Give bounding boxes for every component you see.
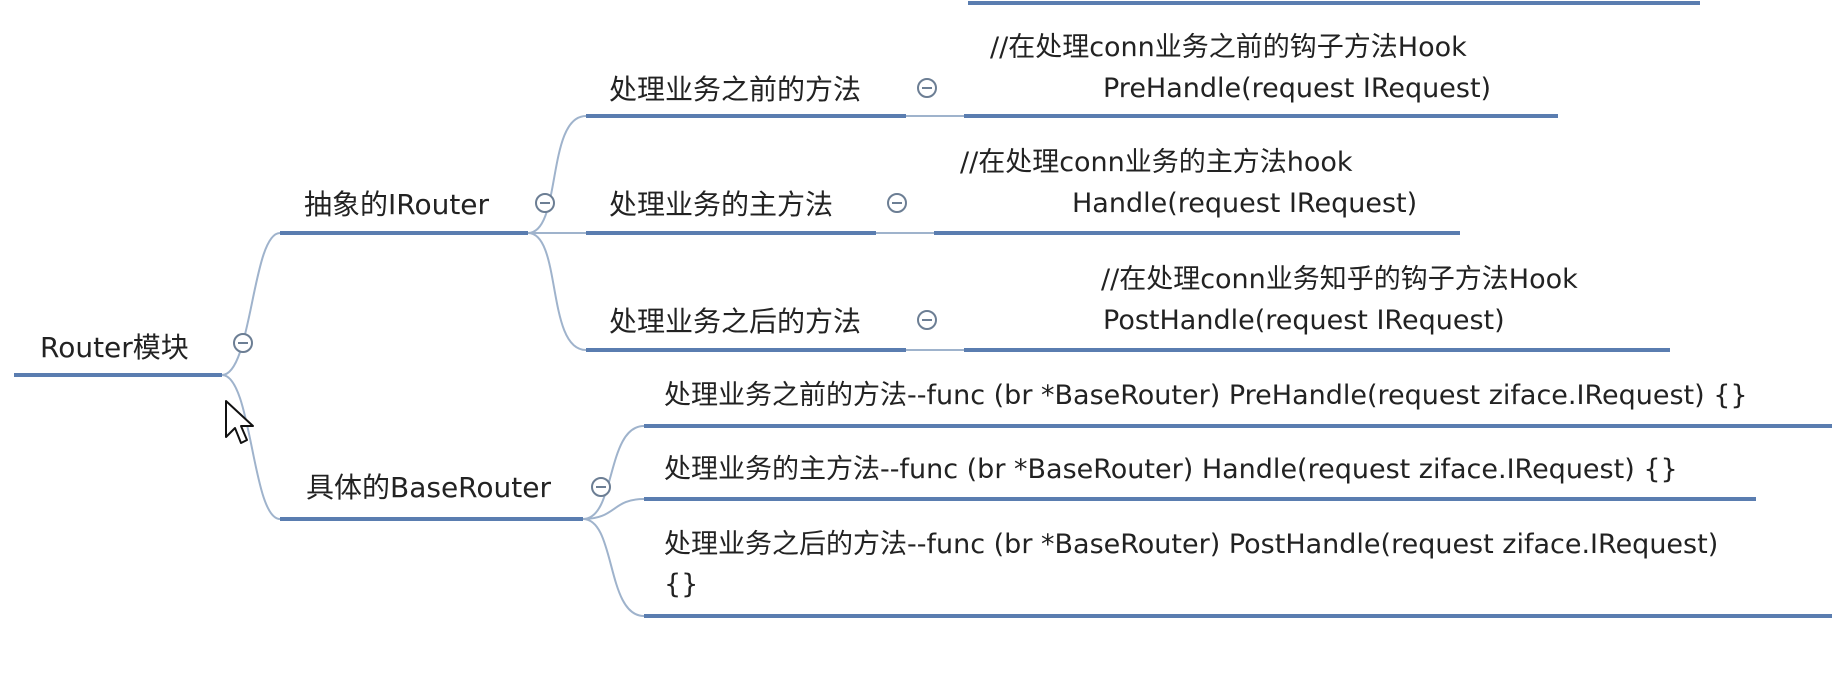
collapse-toggle-icon[interactable]	[887, 193, 907, 213]
collapse-toggle-icon[interactable]	[591, 477, 611, 497]
method-pre-label[interactable]: 处理业务之前的方法	[609, 73, 862, 106]
leaf-pre-comment[interactable]: //在处理conn业务之前的钩子方法Hook	[990, 32, 1467, 63]
leaf-base-pre[interactable]: 处理业务之前的方法--func (br *BaseRouter) PreHand…	[664, 380, 1748, 411]
connector-base-pre	[582, 425, 645, 520]
leaf-main-signature[interactable]: Handle(request IRequest)	[1072, 188, 1418, 219]
leaf-main-comment[interactable]: //在处理conn业务的主方法hook	[960, 147, 1353, 178]
leaf-post-comment[interactable]: //在处理conn业务知乎的钩子方法Hook	[1101, 264, 1578, 295]
leaf-base-post-line2[interactable]: {}	[664, 569, 699, 600]
branch-irouter-label[interactable]: 抽象的IRouter	[304, 188, 490, 221]
method-main-label[interactable]: 处理业务的主方法	[609, 188, 834, 221]
connector-irouter-pre	[527, 115, 587, 234]
collapse-toggle-icon[interactable]	[535, 193, 555, 213]
collapse-toggle-icon[interactable]	[233, 333, 253, 353]
connector-root-irouter	[221, 232, 281, 376]
leaf-base-main[interactable]: 处理业务的主方法--func (br *BaseRouter) Handle(r…	[664, 454, 1678, 485]
mouse-pointer-icon	[225, 400, 254, 444]
connector-base-main	[582, 498, 645, 520]
leaf-post-signature[interactable]: PostHandle(request IRequest)	[1103, 305, 1505, 336]
leaf-pre-signature[interactable]: PreHandle(request IRequest)	[1103, 73, 1492, 104]
method-post-label[interactable]: 处理业务之后的方法	[609, 305, 862, 338]
branch-baserouter-label[interactable]: 具体的BaseRouter	[306, 471, 551, 504]
connector-root-baserouter	[221, 374, 281, 520]
leaf-base-post-line1[interactable]: 处理业务之后的方法--func (br *BaseRouter) PostHan…	[664, 529, 1719, 560]
connector-base-post	[582, 518, 645, 617]
collapse-toggle-icon[interactable]	[917, 78, 937, 98]
connector-irouter-post	[527, 232, 587, 351]
root-node-label[interactable]: Router模块	[40, 331, 189, 364]
collapse-toggle-icon[interactable]	[917, 310, 937, 330]
